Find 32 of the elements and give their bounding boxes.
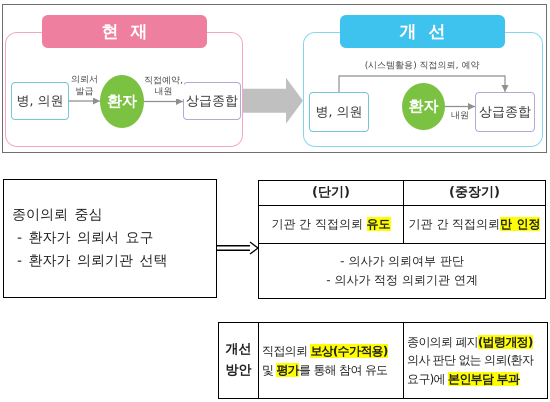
arrow (338, 75, 508, 92)
process-box: 병, 의원 (11, 82, 69, 120)
arrow (144, 98, 183, 105)
process-box: 상급종합 (183, 82, 241, 120)
comparison-table (258, 180, 546, 299)
double-arrow (217, 241, 259, 255)
bullet-text: - 환자가 의뢰기관 선택 (17, 252, 168, 271)
bullet-text: - 의사가 의뢰여부 판단 (340, 252, 464, 271)
process-box: 병, 의원 (309, 92, 369, 132)
cell-text: 기관 간 직접의뢰 유도 (271, 215, 391, 234)
column-header: (중장기) (449, 182, 500, 204)
arrow (69, 98, 100, 104)
arrow (445, 103, 475, 110)
note-box (3, 179, 217, 298)
heading-text: 종이의뢰 중심 (12, 206, 102, 225)
row-header: 개선 방안 (222, 340, 255, 381)
title-tab: 현 재 (42, 15, 207, 48)
group-panel (5, 15, 243, 147)
cell-text: 기관 간 직접의뢰만 인정 (408, 215, 540, 234)
plan-table (218, 322, 548, 399)
edge-label: 직접예약, 내원 (144, 76, 184, 99)
bullet-text: - 환자가 의뢰서 요구 (17, 229, 154, 248)
edge-label: 의뢰서 발급 (69, 75, 100, 98)
process-circle: 환자 (402, 83, 445, 130)
arrow (243, 78, 303, 124)
group-panel (303, 15, 543, 147)
edge-label: 내원 (451, 110, 469, 122)
process-circle: 환자 (100, 75, 144, 128)
bullet-text: - 의사가 적정 의뢰기관 연계 (326, 271, 478, 290)
title-tab: 개 선 (340, 15, 505, 48)
column-header: (단기) (312, 182, 350, 204)
process-box: 상급종합 (475, 92, 535, 132)
